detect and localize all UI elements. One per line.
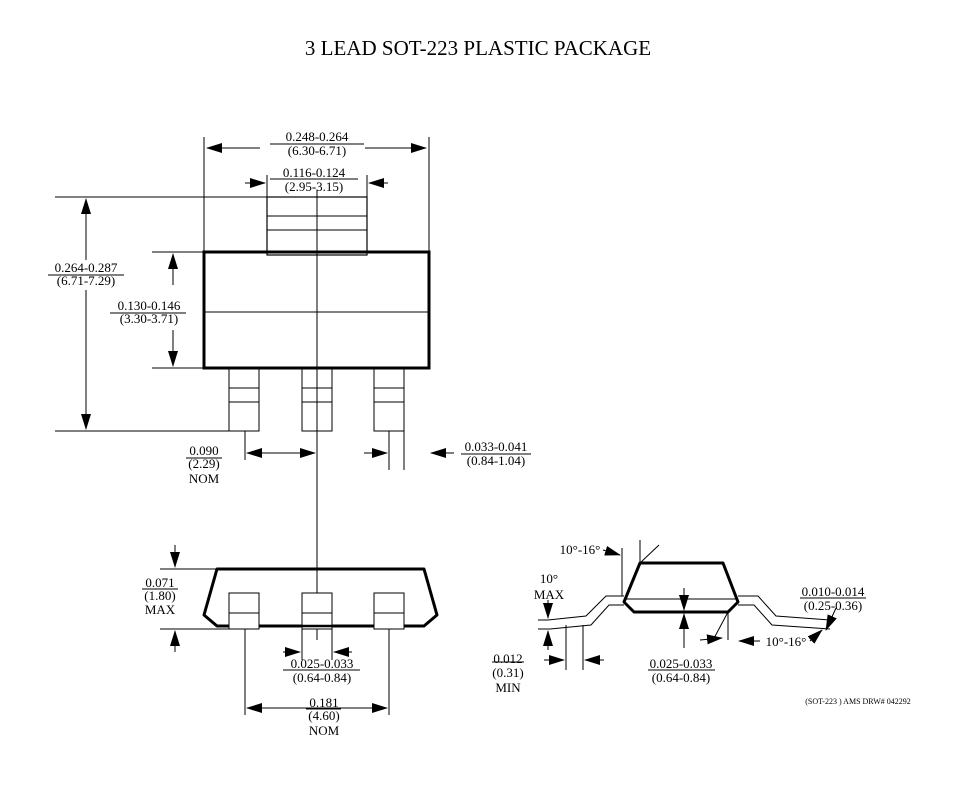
lead-left — [228, 367, 260, 432]
dim-height-note: MAX — [145, 602, 176, 617]
dim-height-in: 0.071 — [145, 575, 174, 590]
front-lead-right — [373, 592, 405, 630]
front-lead-left — [228, 592, 260, 630]
dim-lead-width-in: 0.033-0.041 — [465, 439, 528, 454]
dim-standoff-note: MIN — [495, 680, 521, 695]
dim-tab-width-mm: (2.95-3.15) — [285, 179, 344, 194]
side-view — [492, 540, 866, 671]
top-view — [48, 137, 531, 640]
dim-overall-length-mm: (6.71-7.29) — [57, 273, 116, 288]
side-body-outline — [622, 561, 740, 614]
dim-lead-width-mm: (0.84-1.04) — [467, 453, 526, 468]
angle-top: 10°-16° — [560, 542, 601, 557]
dim-foot-width-mm: (0.64-0.84) — [293, 670, 352, 685]
dim-standoff-mm: (0.31) — [492, 665, 523, 680]
top-view-labels: 0.248-0.264 (6.30-6.71) 0.116-0.124 (2.9… — [55, 129, 528, 486]
dim-lead-pitch-in: 0.090 — [189, 443, 218, 458]
angle-bottom: 10°-16° — [766, 634, 807, 649]
side-lead-left — [547, 595, 624, 630]
dim-lead-pitch-note: NOM — [189, 471, 220, 486]
dim-side-foot-in: 0.025-0.033 — [650, 656, 713, 671]
front-lead-center — [301, 592, 333, 630]
dim-tab-width-in: 0.116-0.124 — [283, 165, 346, 180]
angle-lead-note: MAX — [534, 587, 565, 602]
side-lead-right — [738, 595, 831, 630]
dim-side-foot-mm: (0.64-0.84) — [652, 670, 711, 685]
dim-body-length-in: 0.130-0.146 — [118, 298, 181, 313]
front-view — [142, 545, 439, 715]
dim-outer-pitch-in: 0.181 — [309, 695, 338, 710]
dim-lead-thickness-mm: (0.25-0.36) — [804, 598, 863, 613]
dim-outer-pitch-mm: (4.60) — [308, 708, 339, 723]
dim-standoff-in: 0.012 — [493, 651, 522, 666]
drawing-number: (SOT-223 ) AMS DRW# 042292 — [805, 697, 911, 706]
dim-outer-pitch-note: NOM — [309, 723, 340, 738]
drawing-title: 3 LEAD SOT-223 PLASTIC PACKAGE — [305, 36, 651, 60]
lead-right — [373, 367, 405, 432]
front-body-outline — [202, 567, 439, 628]
dim-lead-thickness-in: 0.010-0.014 — [802, 584, 865, 599]
angle-lead: 10° — [540, 571, 558, 586]
dim-lead-pitch-mm: (2.29) — [188, 456, 219, 471]
side-view-labels: 10°-16° 10° MAX 0.012 (0.31) MIN 0.025-0… — [492, 542, 865, 695]
dim-height-mm: (1.80) — [144, 588, 175, 603]
dim-foot-width-in: 0.025-0.033 — [291, 656, 354, 671]
dim-overall-width-mm: (6.30-6.71) — [288, 143, 347, 158]
dim-body-length-mm: (3.30-3.71) — [120, 311, 179, 326]
dim-overall-length-in: 0.264-0.287 — [55, 260, 118, 275]
dim-overall-width-in: 0.248-0.264 — [286, 129, 349, 144]
front-view-labels: 0.071 (1.80) MAX 0.025-0.033 (0.64-0.84)… — [144, 575, 353, 738]
